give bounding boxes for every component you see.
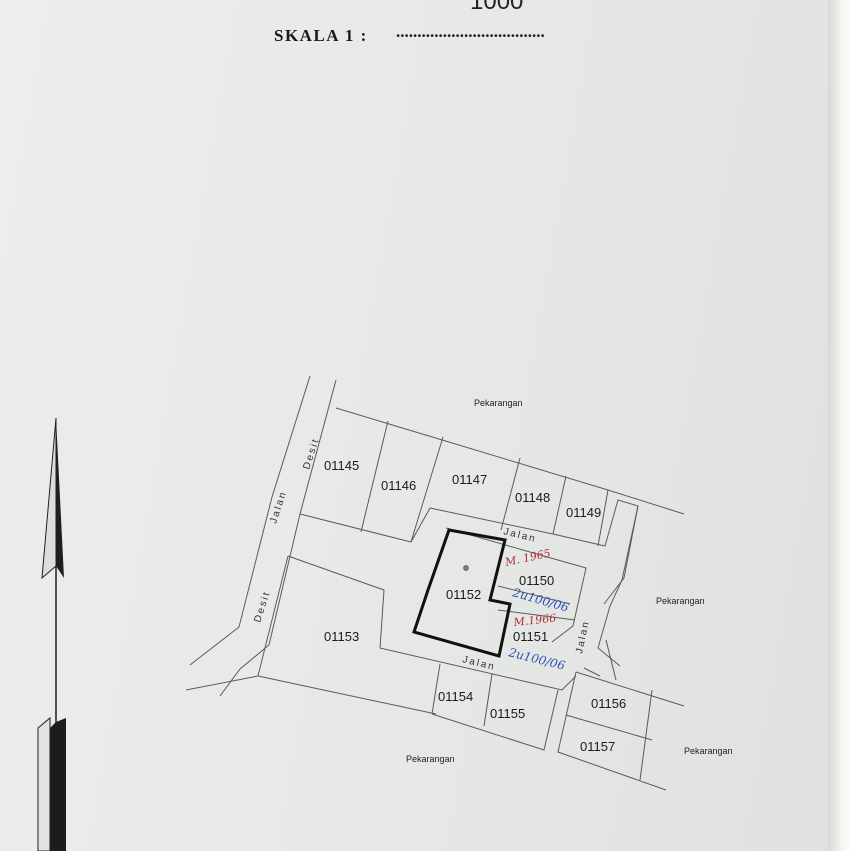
handwritten-blue-1: 2u100/06: [510, 585, 571, 615]
road-label-right: Jalan: [574, 619, 592, 654]
road-label-lower: Jalan: [461, 654, 497, 673]
highlighted-parcel-01152[interactable]: [412, 528, 512, 658]
parcel-01151[interactable]: 01151: [513, 629, 548, 644]
parcel-01155[interactable]: 01155: [490, 706, 525, 721]
parcel-01145[interactable]: 01145: [324, 458, 359, 473]
road-name-left-bottom: Desit: [252, 589, 273, 624]
handwritten-red-1: M. 1965: [503, 547, 552, 570]
scale-number: 1000: [470, 0, 524, 15]
paper-edge: [828, 0, 850, 851]
road-label-middle: Jalan: [502, 526, 538, 545]
area-label-top: Pekarangan: [474, 398, 523, 408]
scale-label: SKALA 1 :: [274, 26, 368, 45]
road-left: [185, 375, 337, 697]
building-mark: [463, 565, 469, 571]
scale-dotted-line: ...................................: [396, 22, 545, 41]
parcel-01154[interactable]: 01154: [438, 689, 473, 704]
handwritten-red-2: M.1966: [512, 612, 557, 630]
block-top: [299, 407, 685, 605]
parcel-01156[interactable]: 01156: [591, 696, 626, 711]
parcel-01157[interactable]: 01157: [580, 739, 615, 754]
area-label-bottom: Pekarangan: [406, 754, 455, 764]
block-lower-right: [557, 639, 685, 791]
road-right: [597, 505, 639, 667]
parcel-01150[interactable]: 01150: [519, 573, 554, 588]
area-label-right: Pekarangan: [656, 596, 705, 606]
parcel-01148[interactable]: 01148: [515, 490, 550, 505]
handwritten-blue-2: 2u100/06: [506, 645, 567, 673]
parcel-01147[interactable]: 01147: [452, 472, 487, 487]
road-name-left-top: Desit: [301, 436, 322, 471]
parcel-01152[interactable]: 01152: [446, 587, 481, 602]
block-middle: [445, 527, 587, 643]
parcel-01149[interactable]: 01149: [566, 505, 601, 520]
area-label-bottom-right: Pekarangan: [684, 746, 733, 756]
north-arrow-icon: [37, 417, 66, 851]
parcel-01146[interactable]: 01146: [381, 478, 416, 493]
road-label-left: Jalan: [268, 489, 289, 525]
block-lower-left: [257, 555, 577, 751]
parcel-01153[interactable]: 01153: [324, 629, 359, 644]
